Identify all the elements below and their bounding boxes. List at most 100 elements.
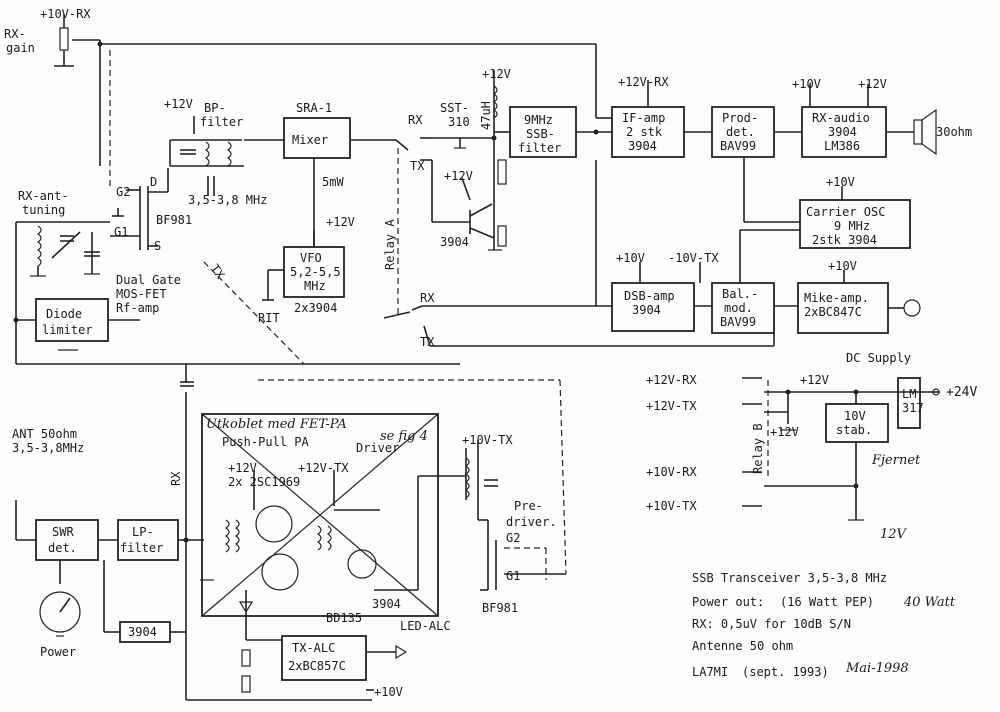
label-limiter: limiter	[42, 323, 93, 337]
label-rx-relay-lower: RX	[420, 291, 435, 305]
note-rx: RX: 0,5uV for 10dB S/N	[692, 617, 851, 631]
label-5mw: 5mW	[322, 175, 344, 189]
label-ant-2: 3,5-3,8MHz	[12, 441, 84, 455]
label-plus12v-audio: +12V	[858, 77, 887, 91]
label-30ohm: 30ohm	[936, 125, 972, 139]
label-317: 317	[902, 401, 924, 415]
label-plus12v-tx-pa: +12V-TX	[298, 461, 349, 475]
label-prod-3: BAV99	[720, 139, 756, 153]
label-plus10v-audio: +10V	[792, 77, 821, 91]
label-tx-relay: TX	[410, 159, 425, 173]
note-date: (sept. 1993)	[742, 665, 829, 679]
label-power: Power	[40, 645, 76, 659]
label-plus12v-rx-if: +12V-RX	[618, 75, 669, 89]
label-sst: SST-	[440, 101, 469, 115]
label-minus10v-tx: -10V-TX	[668, 251, 719, 265]
label-rx-gain-1: RX-	[4, 27, 26, 41]
label-stab-1: 10V	[844, 409, 866, 423]
label-driver: Driver	[356, 441, 399, 455]
label-3904-mid: 3904	[440, 235, 469, 249]
label-47uh: 47uH	[479, 101, 493, 130]
label-plus12v-rx-rail: +12V-RX	[646, 373, 697, 387]
label-dsb-1: DSB-amp	[624, 289, 675, 303]
label-bp: BP-	[204, 101, 226, 115]
label-tx-diag: TX	[208, 262, 228, 283]
label-tuning: tuning	[22, 203, 65, 217]
label-plus12v-tap: +12V	[770, 425, 799, 439]
label-vfo-2: 5,2-5,5	[290, 265, 341, 279]
label-led-alc: LED-ALC	[400, 619, 451, 633]
label-freq: 3,5-3,8 MHz	[188, 193, 267, 207]
mixer-box	[283, 117, 351, 159]
label-if-amp-3: 3904	[628, 139, 657, 153]
note-power-pep: (16 Watt PEP)	[780, 595, 874, 609]
label-se-fig4: se fig 4	[380, 429, 428, 444]
label-prod-1: Prod-	[722, 111, 758, 125]
label-plus12v-mid: +12V	[444, 169, 473, 183]
label-plus12v-pa: +12V	[228, 461, 257, 475]
label-3904-swr: 3904	[128, 625, 157, 639]
stab-box	[825, 403, 889, 443]
lm317-box	[897, 377, 921, 429]
label-plus10v-mike: +10V	[828, 259, 857, 273]
label-g1: G1	[114, 225, 128, 239]
label-rf-amp: Rf-amp	[116, 301, 159, 315]
label-utkoblet: Utkoblet med FET-PA	[206, 417, 347, 432]
label-plus10v-rx-top: +10V-RX	[40, 7, 91, 21]
label-dsb-2: 3904	[632, 303, 661, 317]
label-plus10v-dsb: +10V	[616, 251, 645, 265]
pa-cutout-box	[201, 413, 439, 617]
label-plus24v: +24V	[946, 385, 977, 400]
label-rx-gain-2: gain	[6, 41, 35, 55]
label-bf981-pd: BF981	[482, 601, 518, 615]
label-bal-3: BAV99	[720, 315, 756, 329]
note-antenne: Antenne 50 ohm	[692, 639, 793, 653]
label-prod-2: det.	[726, 125, 755, 139]
label-sra1: SRA-1	[296, 101, 332, 115]
label-rx-ant: RX-ant-	[18, 189, 69, 203]
label-rx-audio-3: LM386	[824, 139, 860, 153]
label-plus12v-tx-rail: +12V-TX	[646, 399, 697, 413]
label-tx-alc-2: 2xBC857C	[288, 659, 346, 673]
label-plus10v-rx-rail: +10V-RX	[646, 465, 697, 479]
label-plus10v-tx-predriver: +10V-TX	[462, 433, 513, 447]
label-12v: 12V	[880, 527, 908, 542]
label-ssb: SSB-	[526, 127, 555, 141]
label-d: D	[150, 175, 157, 189]
label-swr-2: det.	[48, 541, 77, 555]
label-dual-gate: Dual Gate	[116, 273, 181, 287]
label-diode: Diode	[46, 307, 82, 321]
label-fjernet: Fjernet	[871, 453, 921, 468]
label-carrier-2: 9 MHz	[834, 219, 870, 233]
label-mike-2: 2xBC847C	[804, 305, 862, 319]
label-mixer: Mixer	[292, 133, 328, 147]
label-s: S	[154, 239, 161, 253]
note-power-out: Power out:	[692, 595, 764, 609]
label-swr-1: SWR	[52, 525, 74, 539]
dsb-amp-box	[611, 282, 695, 332]
label-relay-b: Relay B	[751, 423, 765, 474]
label-tx-alc-1: TX-ALC	[292, 641, 335, 655]
label-lm: LM	[902, 387, 916, 401]
label-lp-1: LP-	[132, 525, 154, 539]
label-lp-2: filter	[120, 541, 163, 555]
label-mike-1: Mike-amp.	[804, 291, 869, 305]
label-plus10v-carrier: +10V	[826, 175, 855, 189]
label-dc-supply: DC Supply	[846, 351, 911, 365]
label-plus12v-vfo: +12V	[326, 215, 355, 229]
note-title: SSB Transceiver 3,5-3,8 MHz	[692, 571, 887, 585]
label-rit: RIT	[258, 311, 280, 325]
label-rx-relay: RX	[408, 113, 423, 127]
label-g2-pd: G2	[506, 531, 520, 545]
label-tx-relay-lower: TX	[420, 335, 435, 349]
label-relay-a: Relay A	[383, 219, 397, 270]
label-vfo-1: VFO	[300, 251, 322, 265]
label-plus10v-bottom: +10V	[374, 685, 403, 699]
label-carrier-1: Carrier OSC	[806, 205, 885, 219]
label-filter: filter	[200, 115, 243, 129]
note-la7mi: LA7MI	[692, 665, 728, 679]
note-date-hand: Mai-1998	[845, 661, 909, 676]
tx-alc-box	[281, 635, 367, 681]
